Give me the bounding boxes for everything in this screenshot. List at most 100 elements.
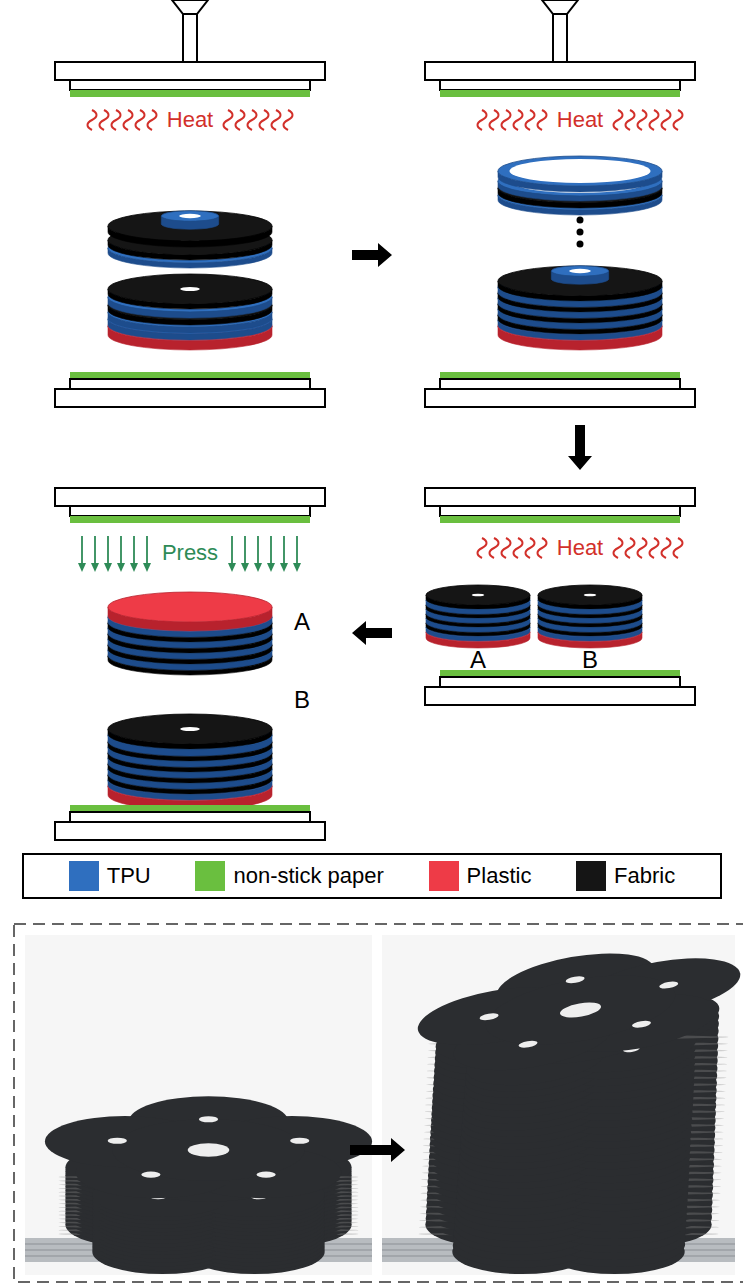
tpu-layer [551, 266, 608, 277]
heat-wave [538, 110, 547, 130]
photo-background [25, 935, 372, 1275]
legend-swatch [429, 861, 459, 891]
press-arrow-head [241, 563, 249, 572]
non-stick-paper [70, 516, 310, 523]
heat-wave [674, 110, 683, 130]
continuation-dot [577, 229, 584, 236]
press-plate [70, 379, 310, 389]
stack-label: A [470, 647, 486, 673]
heat-wave [538, 538, 547, 558]
non-stick-paper [70, 372, 310, 379]
heat-wave [674, 538, 683, 558]
press-arrow-head [228, 563, 236, 572]
press-stem [183, 12, 197, 62]
heat-wave [272, 110, 281, 130]
press-arrow-head [78, 563, 86, 572]
press-funnel [542, 0, 578, 14]
heat-wave [136, 110, 145, 130]
non-stick-paper [440, 516, 680, 523]
heat-wave [662, 538, 671, 558]
heat-wave [626, 538, 635, 558]
press-plate [425, 62, 695, 80]
tpu-layer [161, 211, 218, 222]
photo-hole [199, 1116, 218, 1122]
heat-label: Heat [167, 108, 213, 132]
drawing [14, 0, 743, 1282]
heat-wave [88, 110, 97, 130]
heat-wave [526, 538, 535, 558]
center-hole [569, 269, 591, 273]
fabric-layer [108, 211, 272, 241]
press-arrow [107, 536, 109, 566]
heat-wave [650, 110, 659, 130]
center-hole [180, 287, 200, 291]
photo-hole [479, 1012, 499, 1021]
photo-hole [257, 1172, 276, 1178]
heat-wave [100, 110, 109, 130]
heat-label: Heat [557, 536, 603, 560]
flow-arrow [350, 1138, 405, 1162]
center-hole [472, 594, 484, 597]
legend-entry: Plastic [429, 861, 532, 891]
fabric-layer [538, 585, 642, 605]
stack-label: B [582, 647, 598, 673]
legend-text: Fabric [614, 863, 675, 889]
center-hole [180, 727, 200, 731]
press-stem [553, 12, 567, 62]
legend-swatch [195, 861, 225, 891]
press-plate [425, 389, 695, 407]
press-plate [55, 389, 325, 407]
press-arrow [146, 536, 148, 566]
heat-wave [650, 538, 659, 558]
photo-hole [518, 1040, 538, 1049]
tpu-ring-hole [509, 159, 650, 183]
heat-wave [248, 110, 257, 130]
dashed-frame [14, 924, 743, 1282]
press-arrow [283, 536, 285, 566]
legend-text: non-stick paper [233, 863, 383, 889]
press-plate [55, 822, 325, 840]
press-arrow-head [293, 563, 301, 572]
press-plate [70, 812, 310, 822]
press-arrow [81, 536, 83, 566]
flow-arrow [352, 243, 392, 267]
press-plate [70, 506, 310, 516]
heat-wave [148, 110, 157, 130]
continuation-dot [577, 217, 584, 224]
stack-label: B [294, 687, 310, 713]
press-plate [55, 62, 325, 80]
fabric-layer [108, 714, 272, 744]
photo-hole [188, 1143, 230, 1156]
press-arrow [231, 536, 233, 566]
photo-plate [113, 1119, 305, 1180]
press-plate [425, 687, 695, 705]
press-arrow [94, 536, 96, 566]
heat-wave [614, 110, 623, 130]
press-plate [440, 379, 680, 389]
center-hole [179, 214, 201, 218]
press-arrow [133, 536, 135, 566]
plastic-layer [108, 592, 272, 622]
press-arrow-head [91, 563, 99, 572]
heat-wave [284, 110, 293, 130]
non-stick-paper [440, 372, 680, 379]
legend-entry: Fabric [576, 861, 675, 891]
heat-wave [478, 538, 487, 558]
heat-wave [224, 110, 233, 130]
press-plate [440, 677, 680, 687]
legend-entry: TPU [69, 861, 151, 891]
flow-arrow [352, 621, 392, 645]
legend-text: TPU [107, 863, 151, 889]
legend-swatch [576, 861, 606, 891]
heat-wave [490, 110, 499, 130]
press-funnel [172, 0, 208, 14]
press-arrow-head [117, 563, 125, 572]
press-arrow-head [267, 563, 275, 572]
press-arrow-head [254, 563, 262, 572]
press-arrow [296, 536, 298, 566]
photo-hole [659, 980, 679, 989]
press-plate [55, 488, 325, 506]
heat-wave [662, 110, 671, 130]
press-plate [425, 488, 695, 506]
